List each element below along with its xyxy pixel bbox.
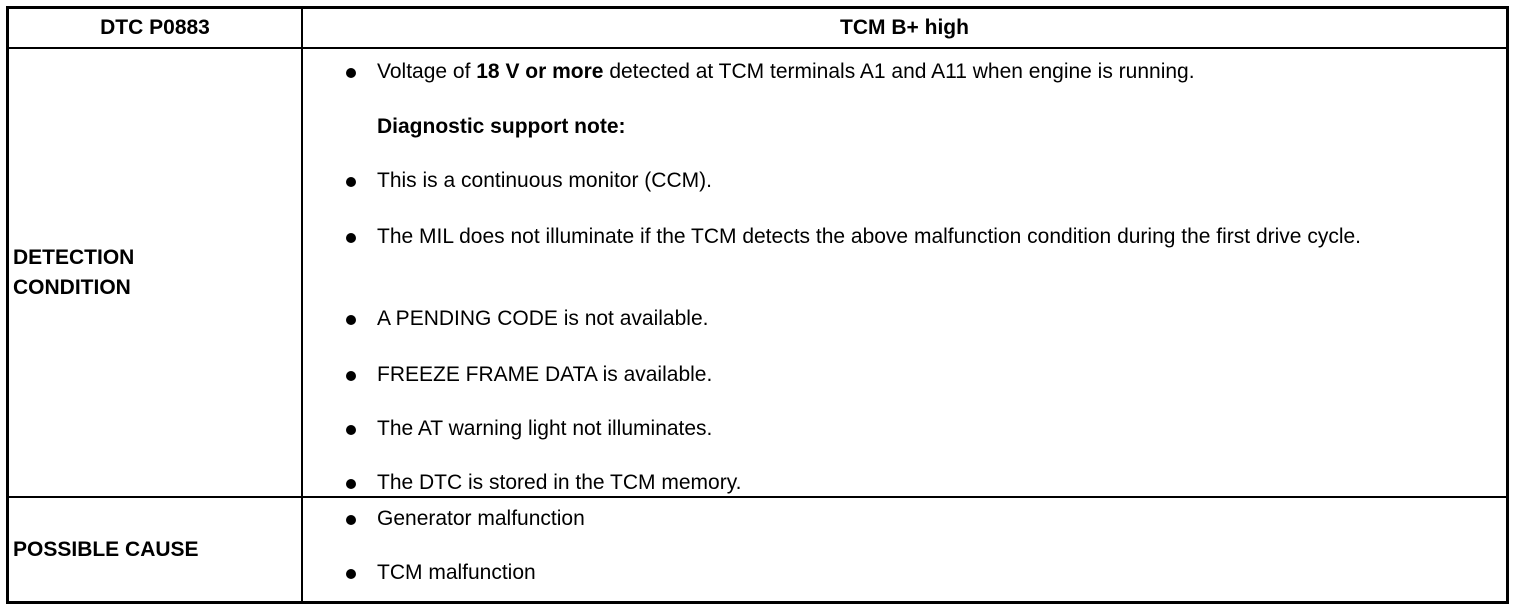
bullet-icon xyxy=(346,425,356,435)
note-text: FREEZE FRAME DATA is available. xyxy=(377,363,713,386)
list-item: Generator malfunction xyxy=(346,505,1446,533)
bullet-icon xyxy=(346,569,356,579)
bullet-icon xyxy=(346,233,356,243)
list-item: Voltage of 18 V or more detected at TCM … xyxy=(346,58,1446,86)
bullet-icon xyxy=(346,177,356,187)
bullet-icon xyxy=(346,371,356,381)
detection-label-line1: DETECTION xyxy=(13,245,135,269)
possible-cause-label: POSSIBLE CAUSE xyxy=(9,498,303,601)
possible-cause-content: Generator malfunction TCM malfunction xyxy=(303,498,1506,601)
detection-label-line2: CONDITION xyxy=(13,275,131,299)
list-item: The AT warning light not illuminates. xyxy=(346,415,1446,443)
bullet-icon xyxy=(346,515,356,525)
cause-text: TCM malfunction xyxy=(377,561,536,584)
note-text: This is a continuous monitor (CCM). xyxy=(377,169,712,192)
note-text: The DTC is stored in the TCM memory. xyxy=(377,471,742,494)
note-text: A PENDING CODE is not available. xyxy=(377,307,709,330)
list-item: TCM malfunction xyxy=(346,559,1446,587)
voltage-text-suffix: detected at TCM terminals A1 and A11 whe… xyxy=(603,60,1195,83)
bullet-icon xyxy=(346,479,356,489)
note-text: The MIL does not illuminate if the TCM d… xyxy=(377,225,1361,248)
list-item: A PENDING CODE is not available. xyxy=(346,305,1446,333)
voltage-text-prefix: Voltage of xyxy=(377,60,477,83)
detection-condition-content: Voltage of 18 V or more detected at TCM … xyxy=(303,49,1506,498)
cause-text: Generator malfunction xyxy=(377,507,585,530)
list-item: The MIL does not illuminate if the TCM d… xyxy=(346,223,1446,251)
support-note-heading: Diagnostic support note: xyxy=(377,115,626,138)
detection-condition-label: DETECTION CONDITION xyxy=(9,49,303,498)
note-text: The AT warning light not illuminates. xyxy=(377,417,713,440)
bullet-icon xyxy=(346,315,356,325)
list-item: The DTC is stored in the TCM memory. xyxy=(346,469,1446,497)
bullet-icon xyxy=(346,68,356,78)
voltage-threshold: 18 V or more xyxy=(476,60,604,83)
dtc-code-header: DTC P0883 xyxy=(9,9,303,49)
dtc-table: DTC P0883 TCM B+ high DETECTION CONDITIO… xyxy=(6,6,1509,604)
list-item: This is a continuous monitor (CCM). xyxy=(346,167,1446,195)
dtc-title-header: TCM B+ high xyxy=(303,9,1506,49)
list-item: FREEZE FRAME DATA is available. xyxy=(346,361,1446,389)
